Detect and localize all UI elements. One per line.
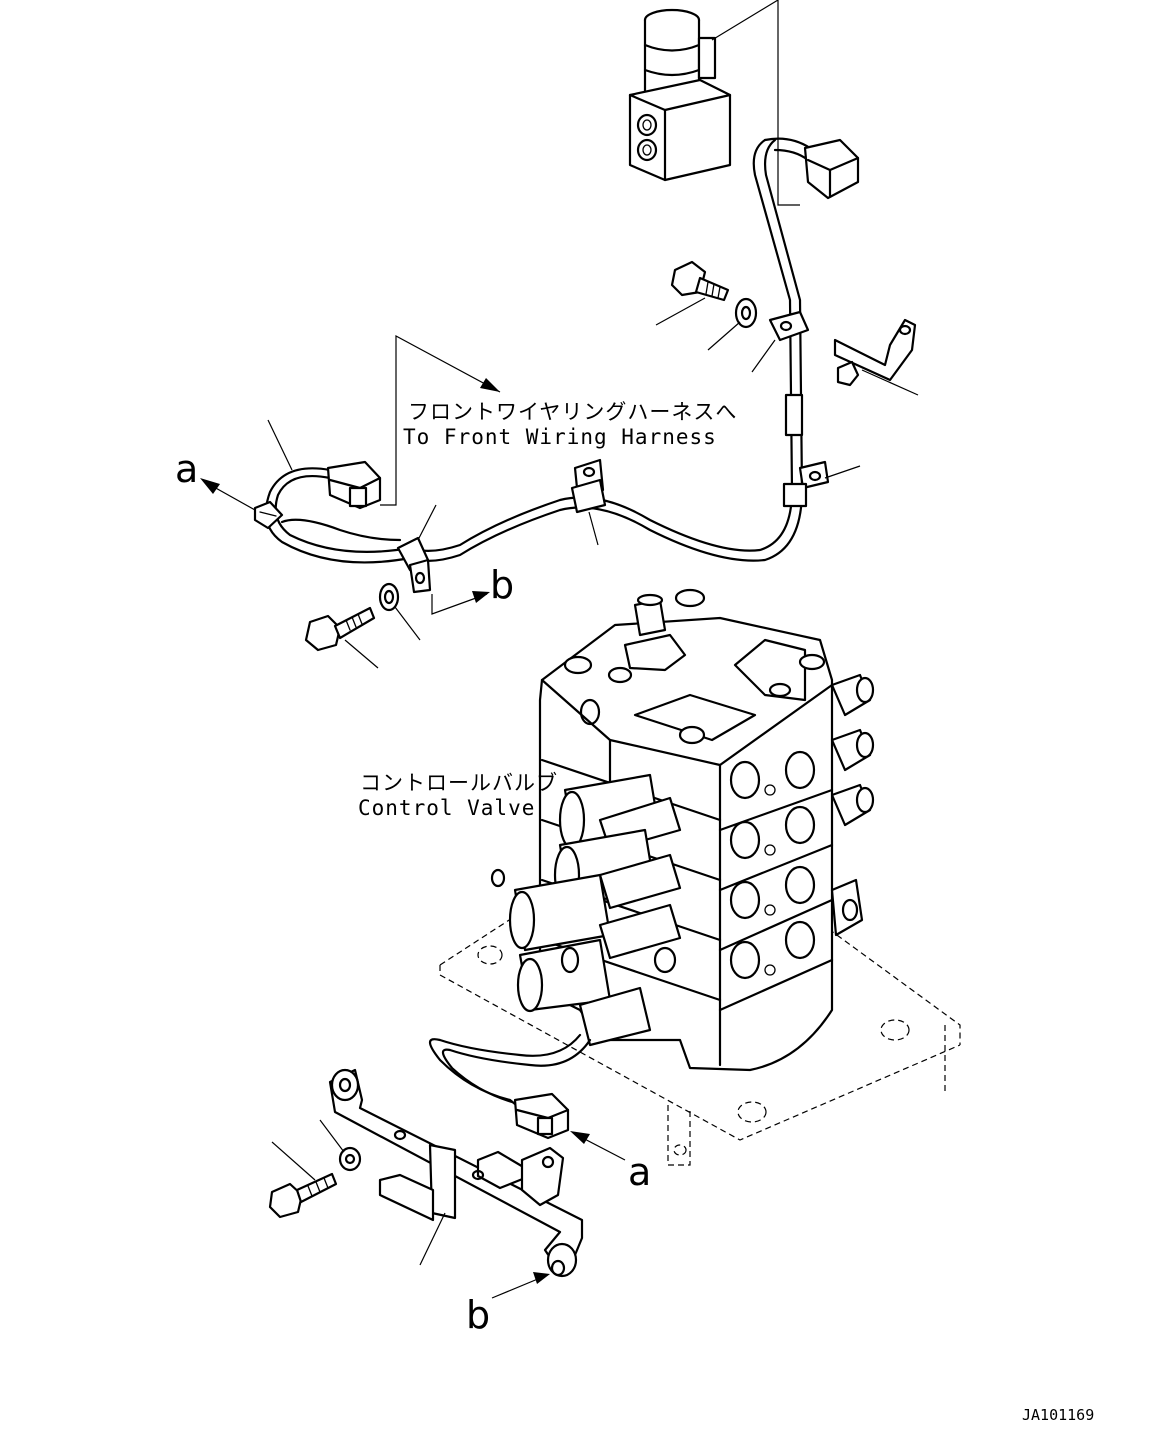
sensor-wire — [428, 1033, 592, 1140]
clamp-mid — [570, 458, 607, 514]
bolt-bottom — [268, 1172, 338, 1219]
valve-label-en: Control Valve — [358, 796, 535, 820]
drawing-code: JA101169 — [1022, 1406, 1094, 1424]
harness-upper-run — [408, 137, 860, 562]
solenoid-valve — [628, 8, 732, 182]
bottom-bracket — [328, 1068, 584, 1278]
ref-a-top: a — [175, 447, 198, 491]
washer-lower-left — [378, 582, 400, 612]
bracket-right — [833, 318, 917, 387]
arrow-a-top — [200, 478, 256, 511]
washer-bottom — [338, 1146, 362, 1172]
control-valve — [439, 588, 961, 1166]
leader-solenoid — [711, 0, 800, 206]
ref-a-bottom: a — [628, 1150, 651, 1194]
valve-label-jp: コントロールバルブ — [360, 771, 558, 795]
arrow-b-bottom — [491, 1272, 550, 1299]
harness-left-loop — [253, 460, 412, 564]
ref-b-bottom: b — [466, 1293, 490, 1337]
bolt-upper — [670, 260, 730, 302]
washer-upper — [734, 297, 758, 329]
clamp-vertical-lower — [782, 460, 830, 508]
ref-b-top: b — [490, 563, 514, 607]
harness-label-jp: フロントワイヤリングハーネスへ — [408, 400, 737, 424]
bolt-lower-left — [304, 606, 376, 652]
clamp-vertical-upper — [768, 310, 810, 342]
clamp-left — [396, 536, 432, 594]
harness-label-en: To Front Wiring Harness — [403, 425, 717, 449]
arrow-a-bottom — [570, 1131, 626, 1161]
arrow-b-top — [431, 591, 490, 615]
